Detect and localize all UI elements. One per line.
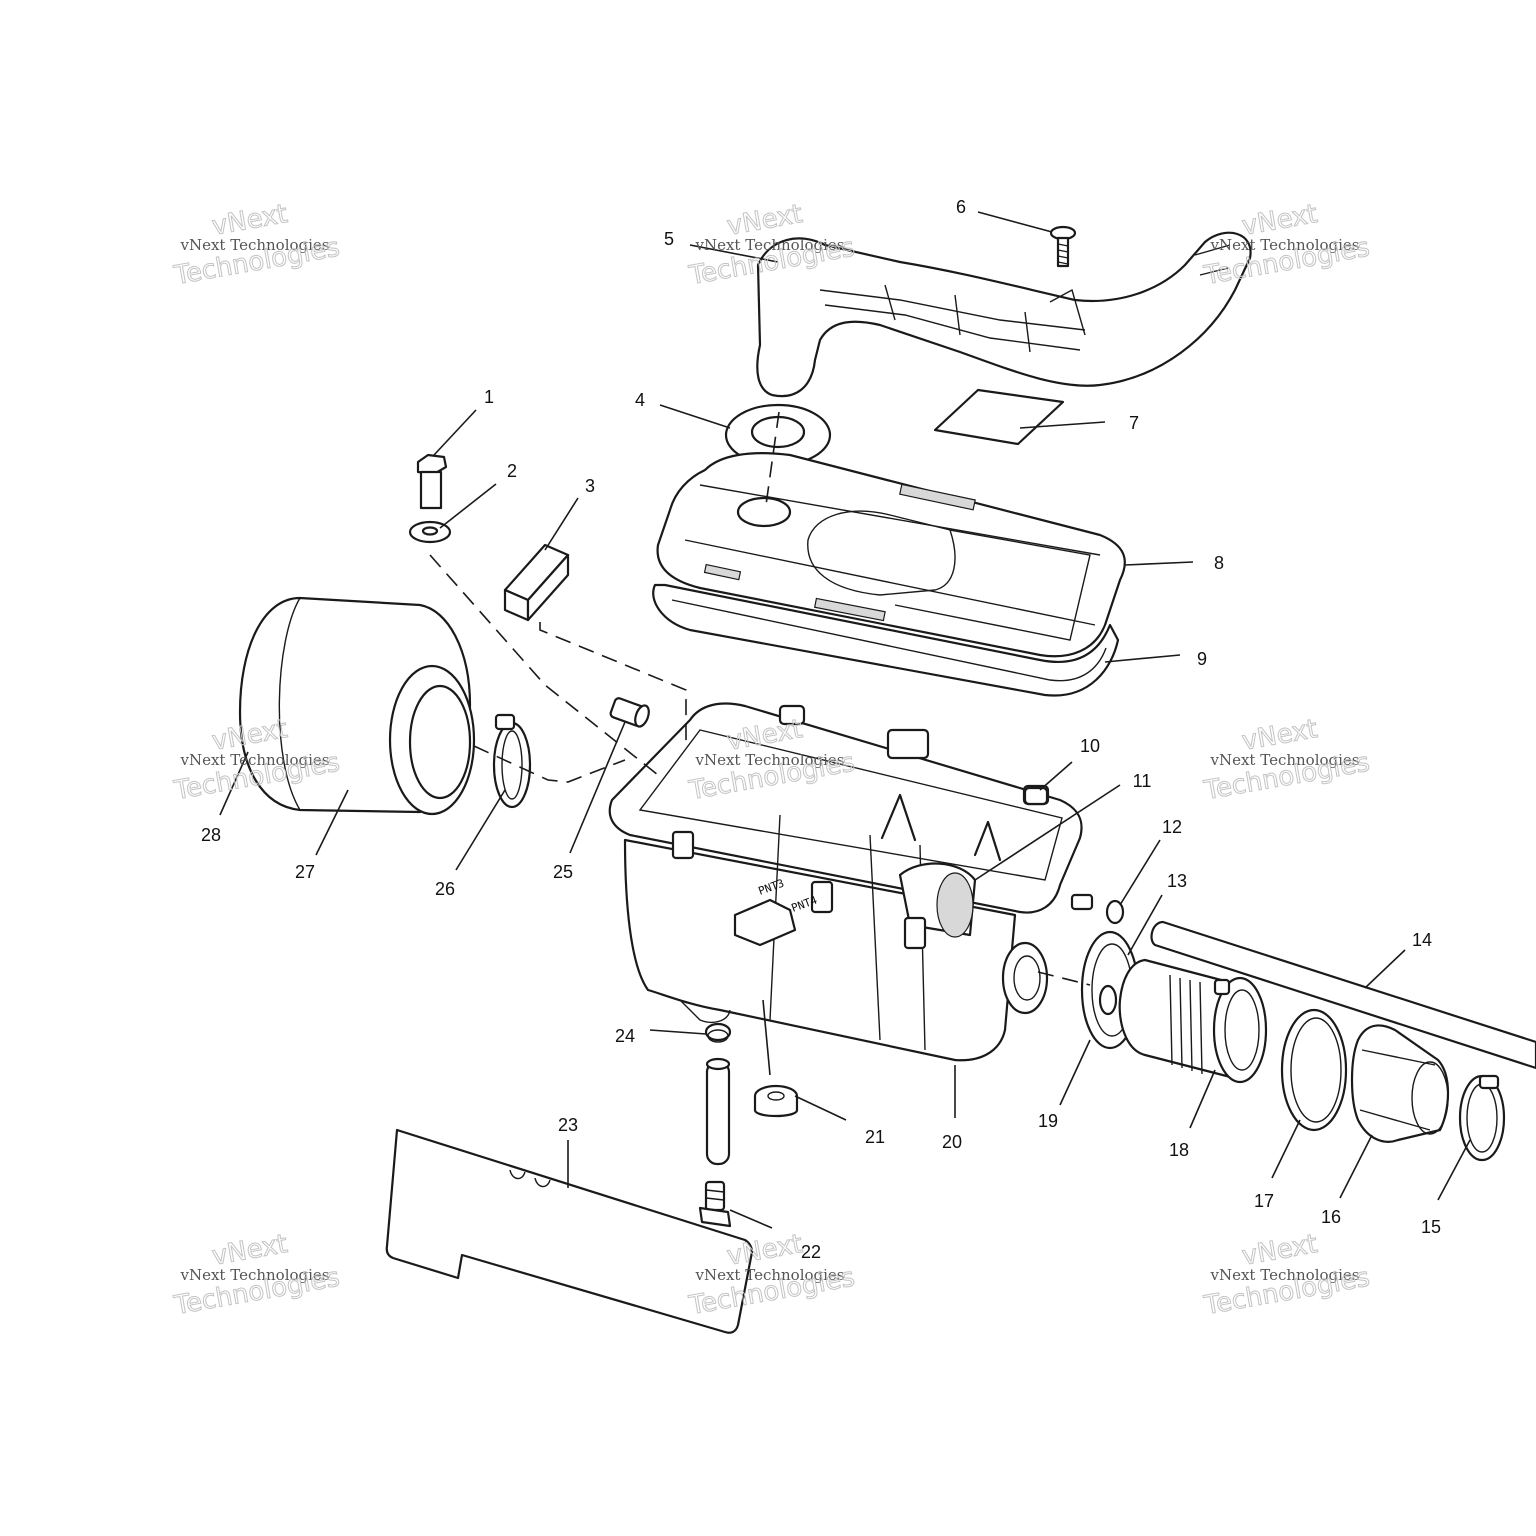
callout-14: 14 <box>1412 930 1432 950</box>
callout-10: 10 <box>1080 736 1100 756</box>
part-18-inlet-adapter <box>1098 958 1268 1084</box>
callout-12: 12 <box>1162 817 1182 837</box>
callout-16: 16 <box>1321 1207 1341 1227</box>
callout-3: 3 <box>585 476 595 496</box>
callout-20: 20 <box>942 1132 962 1152</box>
watermark-bottom-left: vNext vNext Technologies Technologies <box>171 1229 343 1322</box>
watermark-text-small: vNext Technologies <box>179 751 329 769</box>
watermark-text-small: vNext Technologies <box>1209 236 1359 254</box>
callout-8: 8 <box>1214 553 1224 573</box>
part-3-foam-block <box>503 543 570 622</box>
leader-lines <box>219 211 1471 1229</box>
callout-21: 21 <box>865 1127 885 1147</box>
part-14-tube <box>1150 920 1536 1070</box>
callout-25: 25 <box>553 862 573 882</box>
watermark-text-small: vNext Technologies <box>1209 751 1359 769</box>
part-25-spacer <box>609 697 650 728</box>
callout-11: 11 <box>1133 771 1152 791</box>
callout-1: 1 <box>484 387 494 407</box>
callout-4: 4 <box>635 390 645 410</box>
callout-7: 7 <box>1129 413 1139 433</box>
part-21-bushing <box>753 1084 799 1118</box>
callout-18: 18 <box>1169 1140 1189 1160</box>
watermark-text-small: vNext Technologies <box>179 1266 329 1284</box>
callout-13: 13 <box>1167 871 1187 891</box>
watermark-text-small: vNext Technologies <box>694 236 844 254</box>
part-6-screw <box>1049 225 1077 268</box>
callout-5: 5 <box>664 229 674 249</box>
callout-17: 17 <box>1254 1191 1274 1211</box>
part-22-drain-valve <box>698 1180 732 1228</box>
part-7-decal <box>933 388 1065 446</box>
watermark-text-small: vNext Technologies <box>694 751 844 769</box>
part-10-clip <box>1023 786 1049 806</box>
callout-9: 9 <box>1197 649 1207 669</box>
callout-24: 24 <box>615 1026 635 1046</box>
callouts: 1 2 3 4 5 6 7 8 9 10 11 12 13 14 15 16 1… <box>201 197 1441 1262</box>
part-5-intake-duct <box>756 231 1252 398</box>
watermark-text-small: vNext Technologies <box>179 236 329 254</box>
callout-23: 23 <box>558 1115 578 1135</box>
watermark-middle-center: vNext vNext Technologies Technologies <box>686 714 858 807</box>
callout-15: 15 <box>1421 1217 1441 1237</box>
watermark-top-left: vNext vNext Technologies Technologies <box>171 199 343 292</box>
part-12-plug <box>1105 899 1125 925</box>
part-9-seal <box>652 583 1120 697</box>
part-17-ring-seal <box>1280 1008 1348 1132</box>
part-15-clamp <box>1458 1074 1506 1162</box>
watermark-text-small: vNext Technologies <box>694 1266 844 1284</box>
part-drain-hose <box>705 1057 731 1166</box>
watermark-bottom-right: vNext vNext Technologies Technologies <box>1201 1229 1373 1322</box>
part-23-shield-plate <box>385 1128 754 1334</box>
callout-26: 26 <box>435 879 455 899</box>
part-20-airbox-housing: PNT3 PNT4 <box>608 702 1094 1062</box>
part-8-airbox-cover <box>656 452 1126 664</box>
assembly-lines <box>429 411 1091 986</box>
part-27-air-filter <box>238 596 476 816</box>
watermark-middle-right: vNext vNext Technologies Technologies <box>1201 714 1373 807</box>
watermark-top-right: vNext vNext Technologies Technologies <box>1201 199 1373 292</box>
callout-28: 28 <box>201 825 221 845</box>
callout-19: 19 <box>1038 1111 1058 1131</box>
callout-2: 2 <box>507 461 517 481</box>
part-16-rubber-boot <box>1350 1024 1449 1143</box>
callout-27: 27 <box>295 862 315 882</box>
watermark-text-small: vNext Technologies <box>1209 1266 1359 1284</box>
callout-6: 6 <box>956 197 966 217</box>
callout-22: 22 <box>801 1242 821 1262</box>
part-24-small-clamp <box>704 1022 732 1043</box>
part-1-bolt <box>416 453 448 510</box>
part-26-clamp <box>492 713 532 809</box>
